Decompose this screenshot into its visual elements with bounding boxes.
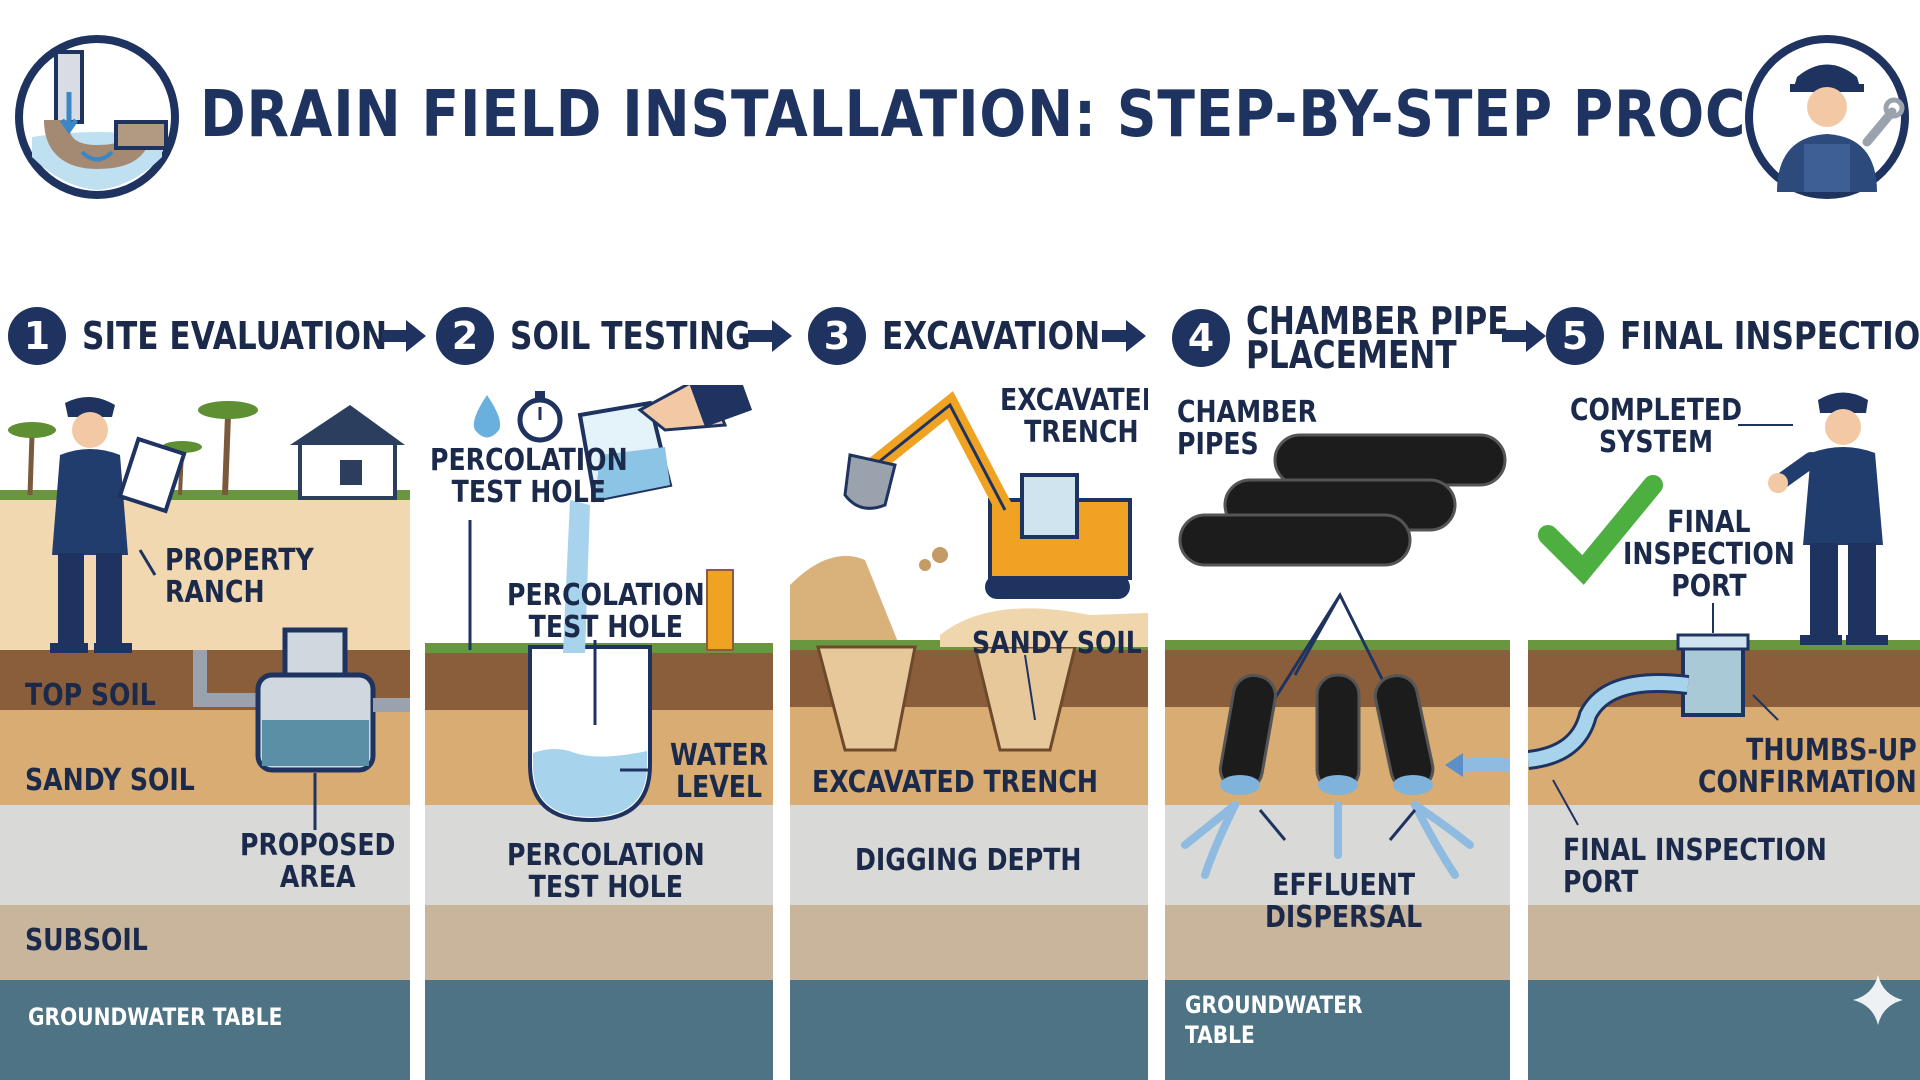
check-mark-icon xyxy=(1538,475,1663,585)
chamber-pipe-stack-icon xyxy=(1178,433,1507,567)
water-drop-icon xyxy=(473,395,501,438)
label-digging-depth: DIGGING DEPTH xyxy=(855,843,1082,878)
step-1-header: 1 SITE EVALUATION xyxy=(8,298,454,374)
soil-cross-section xyxy=(790,385,1148,1080)
arrow-right-icon xyxy=(382,320,426,352)
step-number: 1 xyxy=(8,307,66,365)
house-icon xyxy=(290,405,405,500)
stopwatch-icon xyxy=(517,391,563,443)
step-number: 4 xyxy=(1172,309,1230,367)
step-3-header: 3 EXCAVATION xyxy=(808,298,1148,374)
sparkle-icon xyxy=(1853,975,1903,1025)
step-number: 3 xyxy=(808,307,866,365)
step-label: SOIL TESTING xyxy=(510,314,751,358)
soil-cross-section xyxy=(0,385,410,1080)
step-label: CHAMBER PIPE PLACEMENT xyxy=(1246,299,1509,377)
excavator-icon xyxy=(843,391,1132,599)
label-top-soil: TOP SOIL xyxy=(25,678,156,713)
panel-excavation: EXCAVATED TRENCH SANDY SOIL EXCAVATED TR… xyxy=(790,385,1148,1080)
label-thumbs-up: THUMBS-UP CONFIRMATION xyxy=(1698,733,1917,800)
soil-cross-section xyxy=(1165,385,1510,1080)
step-5-header: 5 FINAL INSPECTION xyxy=(1546,298,1920,374)
label-percolation-mid: PERCOLATION TEST HOLE xyxy=(507,578,705,645)
label-property: PROPERTY RANCH xyxy=(165,543,314,610)
plumbing-pipe-icon xyxy=(15,35,179,199)
step-number: 5 xyxy=(1546,307,1604,365)
panel-soil-testing: PERCOLATION TEST HOLE PERCOLATION TEST H… xyxy=(425,385,773,1080)
panel-site-evaluation: PROPERTY RANCH TOP SOIL SANDY SOIL PROPO… xyxy=(0,385,410,1080)
label-excavated-top: EXCAVATED TRENCH xyxy=(1000,385,1148,450)
soil-cross-section xyxy=(1528,385,1920,1080)
label-sandy-soil: SANDY SOIL xyxy=(25,763,195,798)
panel-chamber-pipe: CHAMBER PIPES EFFLUENT DISPERSAL GROUNDW… xyxy=(1165,385,1510,1080)
label-sandy-soil: SANDY SOIL xyxy=(972,626,1142,661)
step-2-header: 2 SOIL TESTING xyxy=(436,298,804,374)
label-groundwater: GROUNDWATER TABLE xyxy=(28,1003,283,1031)
inspection-port-icon xyxy=(1676,633,1750,717)
label-percolation-bottom: PERCOLATION TEST HOLE xyxy=(507,838,705,905)
step-number: 2 xyxy=(436,307,494,365)
label-final-port-bottom: FINAL INSPECTION PORT xyxy=(1563,833,1827,900)
label-chamber-pipes: CHAMBER PIPES xyxy=(1177,395,1317,462)
label-proposed-area: PROPOSED AREA xyxy=(240,828,396,895)
label-groundwater: GROUNDWATER TABLE xyxy=(1185,991,1363,1049)
label-final-port-top: FINAL INSPECTION PORT xyxy=(1623,505,1795,604)
label-completed-system: COMPLETED SYSTEM xyxy=(1570,393,1743,460)
worker-thumbs-up-icon xyxy=(1768,392,1888,645)
worker-with-wrench-icon xyxy=(1745,35,1909,199)
chamber-pipe-icon xyxy=(1218,673,1435,792)
step-4-header: 4 CHAMBER PIPE PLACEMENT xyxy=(1172,300,1566,376)
arrow-right-icon xyxy=(748,320,792,352)
panel-final-inspection: COMPLETED SYSTEM FINAL INSPECTION PORT T… xyxy=(1528,385,1920,1080)
label-effluent-dispersal: EFFLUENT DISPERSAL xyxy=(1265,868,1423,935)
arrow-right-icon xyxy=(1102,320,1146,352)
label-excavated-trench: EXCAVATED TRENCH xyxy=(812,765,1098,800)
arrow-right-icon xyxy=(1502,320,1546,352)
step-label: FINAL INSPECTION xyxy=(1620,314,1920,358)
water-pitcher-icon xyxy=(563,385,753,653)
page-title: DRAIN FIELD INSTALLATION: STEP-BY-STEP P… xyxy=(200,78,1864,152)
label-water-level: WATER LEVEL xyxy=(670,738,769,805)
label-subsoil: SUBSOIL xyxy=(25,923,148,958)
septic-tank-icon xyxy=(193,627,410,773)
soil-cross-section xyxy=(425,385,773,1080)
step-label: SITE EVALUATION xyxy=(82,314,388,358)
label-percolation-top: PERCOLATION TEST HOLE xyxy=(430,443,628,510)
step-label: EXCAVATION xyxy=(882,314,1101,358)
worker-icon xyxy=(50,396,187,653)
